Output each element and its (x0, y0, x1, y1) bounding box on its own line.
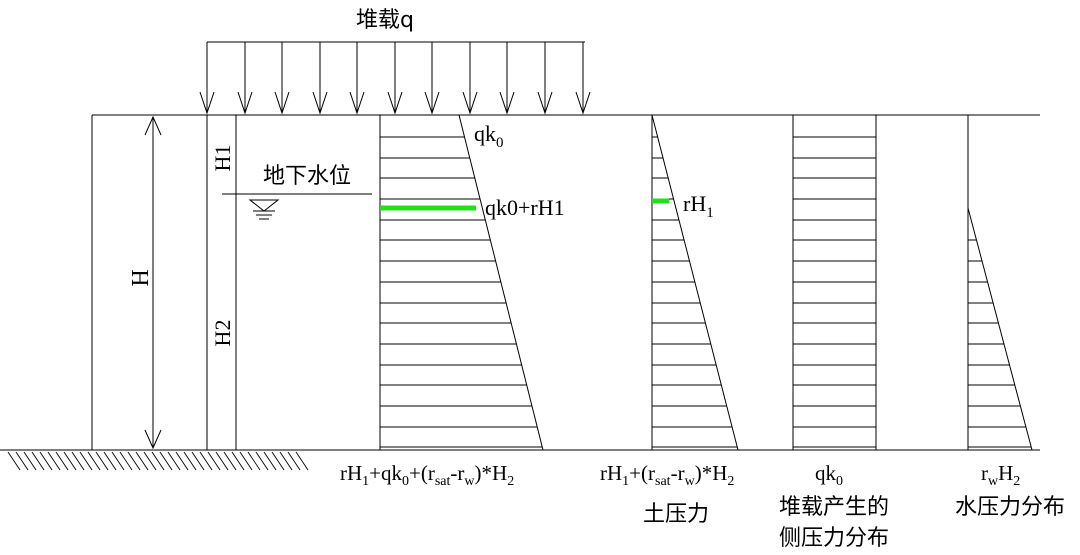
ground-hatch-stroke (71, 451, 85, 471)
diag2-slope (651, 114, 739, 451)
water-level-label: 地下水位 (263, 164, 351, 189)
ground-hatch-stroke (127, 451, 141, 471)
ground-hatch-stroke (159, 451, 173, 471)
diag3-caption-line2: 侧压力分布 (779, 526, 889, 551)
ground-hatch-stroke (167, 451, 181, 471)
ground-hatch-stroke (271, 451, 285, 471)
ground-hatch-stroke (199, 451, 213, 471)
diag1-bottom-formula: rH1+qk0+(rsat-rw)*H2 (340, 461, 514, 489)
ground-hatch (7, 451, 309, 471)
load-arrowhead-icon (537, 91, 553, 115)
diag3-bottom-label: qk0 (815, 461, 843, 489)
diag4-caption: 水压力分布 (955, 495, 1065, 520)
ground-hatch-stroke (23, 451, 37, 471)
ground-hatch-stroke (55, 451, 69, 471)
ground-hatch-stroke (135, 451, 149, 471)
load-arrowhead-icon (274, 91, 290, 115)
load-label: 堆载q (356, 8, 414, 33)
diag1-mid-label: qk0+rH1 (485, 195, 565, 220)
diag4-hatch (968, 239, 1032, 448)
ground-hatch-stroke (183, 451, 197, 471)
diag4-slope (967, 207, 1033, 451)
ground-hatch-stroke (215, 451, 229, 471)
load-arrowhead-icon (575, 91, 591, 115)
load-arrowhead-icon (499, 91, 515, 115)
load-arrowhead-icon (349, 91, 365, 115)
h1-label: H1 (210, 145, 235, 172)
h2-label: H2 (210, 320, 235, 347)
diag2-hatch (652, 136, 738, 448)
earth-pressure-diagram-2: rH1 rH1+(rsat-rw)*H2 土压力 (600, 114, 739, 527)
load-arrowhead-icon (462, 91, 478, 115)
diag2-caption: 土压力 (643, 502, 709, 527)
ground-hatch-stroke (239, 451, 253, 471)
diag3-hatch (793, 136, 876, 448)
ground-hatch-stroke (175, 451, 189, 471)
ground-hatch-stroke (103, 451, 117, 471)
diag2-mid-label: rH1 (683, 191, 714, 221)
ground-hatch-stroke (7, 451, 21, 471)
ground-hatch-stroke (191, 451, 205, 471)
ground-hatch-stroke (263, 451, 277, 471)
water-pressure-diagram: rwH2 水压力分布 (955, 115, 1065, 520)
ground-hatch-stroke (279, 451, 293, 471)
ground-hatch-stroke (151, 451, 165, 471)
h-dimension: H (128, 115, 162, 450)
water-table-triangle-icon (248, 199, 280, 212)
ground-hatch-stroke (87, 451, 101, 471)
ground-hatch-stroke (63, 451, 77, 471)
diag1-hatch (380, 136, 543, 448)
load-arrowhead-icon (387, 91, 403, 115)
ground-hatch-stroke (143, 451, 157, 471)
h-arrow-top-icon (144, 115, 162, 136)
diag4-bottom-label: rwH2 (981, 461, 1020, 489)
ground-hatch-stroke (111, 451, 125, 471)
outline (0, 114, 1040, 451)
surcharge-load: 堆载q (199, 8, 591, 115)
load-arrowhead-icon (237, 91, 253, 115)
ground-hatch-stroke (15, 451, 29, 471)
ground-hatch-stroke (207, 451, 221, 471)
total-pressure-diagram: qk0 qk0+rH1 rH1+qk0+(rsat-rw)*H2 (340, 114, 565, 489)
ground-hatch-stroke (287, 451, 301, 471)
ground-hatch-stroke (31, 451, 45, 471)
ground-hatch-stroke (39, 451, 53, 471)
diag3-caption-line1: 堆载产生的 (779, 495, 889, 520)
h-label: H (128, 269, 154, 286)
ground-hatch-stroke (247, 451, 261, 471)
load-arrowhead-icon (424, 91, 440, 115)
ground-hatch-stroke (231, 451, 245, 471)
ground-hatch-stroke (95, 451, 109, 471)
load-arrowhead-icon (312, 91, 328, 115)
ground-hatch-stroke (255, 451, 269, 471)
ground-hatch-stroke (295, 451, 309, 471)
h-arrow-bottom-icon (144, 429, 162, 450)
ground-hatch-stroke (79, 451, 93, 471)
ground-hatch-stroke (119, 451, 133, 471)
diag1-slope (458, 114, 544, 451)
ground-hatch-stroke (223, 451, 237, 471)
ground-hatch-stroke (47, 451, 61, 471)
surcharge-pressure-diagram: qk0 堆载产生的 侧压力分布 (779, 115, 889, 551)
load-arrowhead-icon (199, 91, 215, 115)
diag2-bottom-formula: rH1+(rsat-rw)*H2 (600, 461, 734, 489)
load-arrows (199, 42, 591, 115)
diag1-top-label: qk0 (474, 121, 504, 151)
water-level: 地下水位 (222, 164, 372, 220)
